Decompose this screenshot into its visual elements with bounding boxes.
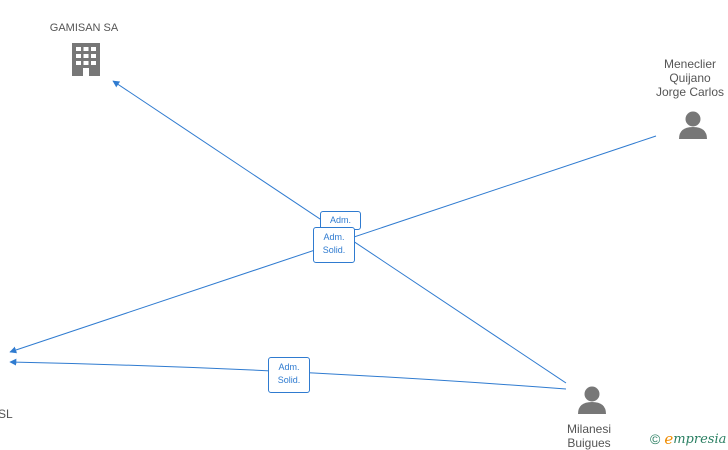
brand-first-letter: e (664, 430, 674, 448)
empresia-logo[interactable]: © e mpresia (650, 430, 726, 448)
node-label-left-company: SL (0, 407, 13, 421)
person-icon (679, 111, 707, 139)
edge-label-adm-solid: Adm. Solid. (268, 357, 310, 393)
node-label-milanesi: Milanesi Buigues (566, 422, 611, 450)
node-label-gamisan: GAMISAN SA (49, 22, 119, 34)
brand-name: mpresia (673, 431, 727, 447)
building-icon (72, 43, 100, 76)
person-icon (578, 386, 606, 414)
copyright-symbol: © (650, 431, 661, 447)
edge-label-adm-solid: Adm. Solid. (313, 227, 355, 263)
node-label-meneclier: Meneclier Quijano Jorge Carlos (655, 57, 725, 99)
